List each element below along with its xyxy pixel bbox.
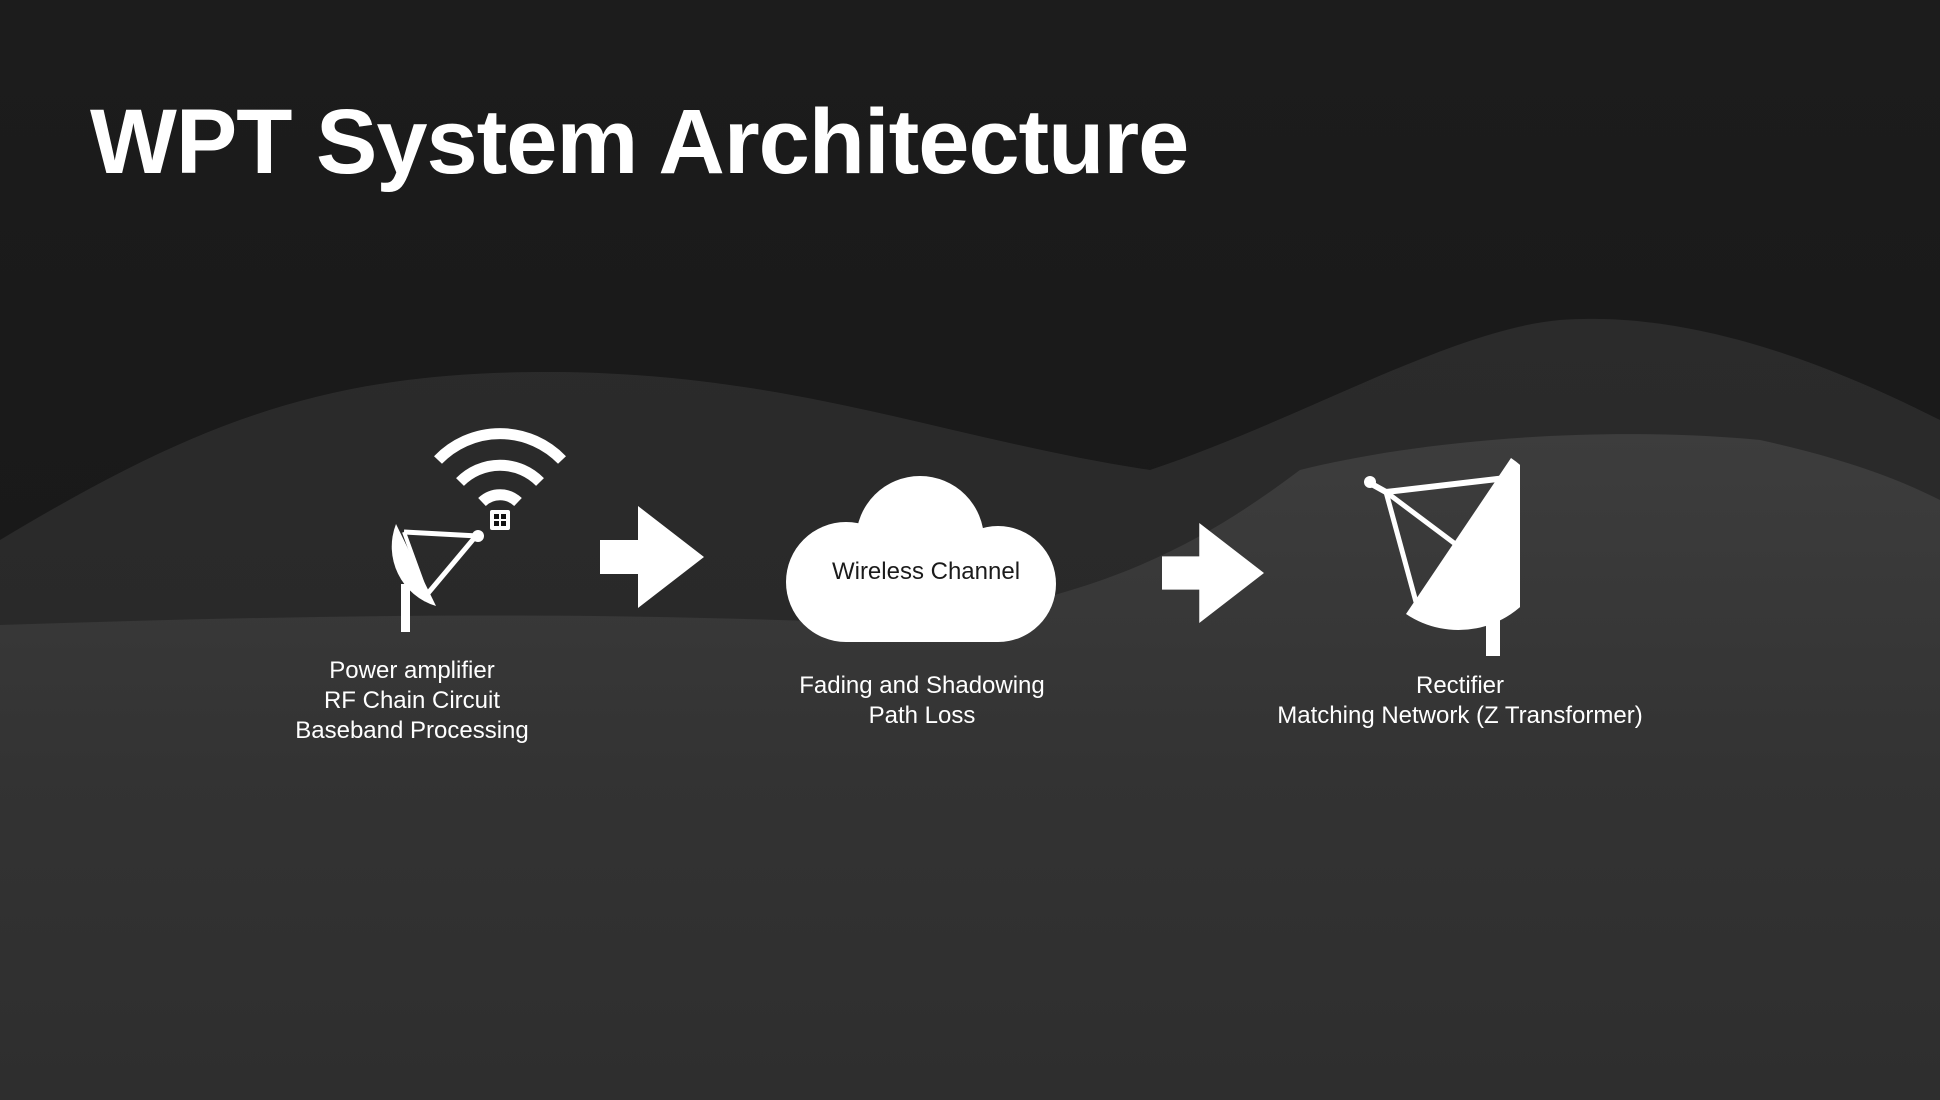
right-arrow-icon (600, 506, 704, 608)
right-arrow-icon (1162, 522, 1264, 624)
caption-line: Fading and Shadowing (799, 672, 1045, 699)
satellite-dish-icon (391, 524, 484, 632)
wifi-signal-icon (434, 428, 566, 530)
caption-line: Power amplifier (329, 657, 495, 684)
caption-line: RF Chain Circuit (323, 687, 501, 714)
transmitter-caption: Power amplifier RF Chain Circuit Baseban… (262, 656, 562, 746)
caption-line: Rectifier (1415, 672, 1505, 699)
channel-caption: Fading and Shadowing Path Loss (772, 671, 1072, 731)
slide-title: WPT System Architecture (90, 91, 1189, 193)
caption-line: Matching Network (Z Transformer) (1277, 702, 1643, 729)
cloud-icon (786, 476, 1056, 642)
caption-line: Path Loss (868, 702, 976, 729)
satellite-dish-icon (1364, 458, 1520, 656)
caption-line: Baseband Processing (295, 717, 529, 744)
receiver-caption: Rectifier Matching Network (Z Transforme… (1240, 671, 1680, 731)
cloud-label: Wireless Channel (831, 558, 1021, 585)
